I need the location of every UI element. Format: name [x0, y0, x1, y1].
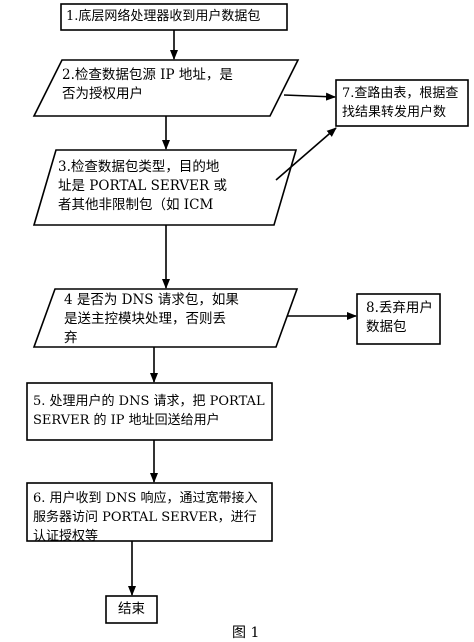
step4-label: 4 是否为 DNS 请求包，如果 是送主控模块处理，否则丢 弃 — [64, 292, 239, 346]
arrow-3-to-7 — [275, 127, 337, 181]
step2-label: 2.检查数据包源 IP 地址，是 否为授权用户 — [62, 67, 233, 102]
end-label: 结束 — [118, 601, 145, 617]
step8-box — [356, 293, 441, 345]
step6-label: 6. 用户收到 DNS 响应，通过宽带接入 服务器访问 PORTAL SERVE… — [33, 491, 258, 544]
step3-parallelogram — [32, 149, 298, 226]
step5-label: 5. 处理用户的 DNS 请求，把 PORTAL SERVER 的 IP 地址回… — [33, 394, 265, 428]
end-box — [105, 595, 158, 624]
arrow-2-to-7 — [283, 92, 336, 101]
step7-box — [335, 79, 469, 127]
step2-parallelogram — [32, 59, 300, 117]
step1-box — [60, 3, 288, 31]
step5-box — [26, 382, 273, 441]
figure-caption: 图 1 — [232, 625, 260, 641]
step4-parallelogram — [32, 288, 299, 348]
step1-label: 1.底层网络处理器收到用户数据包 — [66, 9, 261, 24]
step8-label: 8.丢弃用户 数据包 — [366, 300, 433, 335]
step6-box — [26, 482, 273, 542]
step3-label: 3.检查数据包类型，目的地 址是 PORTAL SERVER 或 者其他非限制包… — [58, 159, 227, 213]
step7-label: 7.查路由表，根据查 找结果转发用户数 — [342, 86, 459, 120]
